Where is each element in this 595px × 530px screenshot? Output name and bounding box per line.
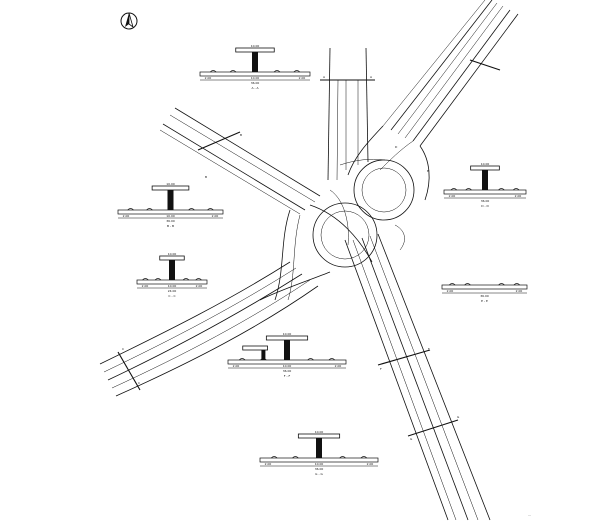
cut-mark: F: [380, 367, 382, 371]
cross-section-left-upper: 10.00 2.00 10.00 2.00 36.00B - B: [117, 182, 224, 228]
cross-section-right-middle: 2.00 2.00 36.00E - E: [441, 283, 528, 303]
section-top-label: 10.00: [168, 252, 177, 256]
section-mark: D - D: [481, 204, 489, 208]
section-mark: G - G: [315, 472, 323, 476]
roundabout: [312, 159, 415, 268]
cut-mark: B: [205, 175, 207, 179]
section-bottom-label: 36.00: [480, 294, 489, 298]
section-top-label: 10.00: [166, 182, 175, 186]
section-bottom-label: 36.00: [481, 199, 490, 203]
section-center-label: 10.00: [168, 284, 177, 288]
section-right-label: 2.00: [516, 289, 523, 293]
cross-section-top-center: 10.00 2.00 10.00 2.00 36.00A - A: [199, 44, 311, 90]
section-mark: E - E: [481, 299, 488, 303]
section-left-label: 2.00: [449, 194, 456, 198]
section-left-label: 2.00: [447, 289, 454, 293]
southwest-road: [99, 261, 319, 397]
section-center-label: 10.00: [315, 462, 324, 466]
section-top-label: 10.00: [315, 430, 324, 434]
section-top-label: 10.00: [251, 44, 260, 48]
cut-mark: E: [427, 169, 429, 173]
section-bottom-label: 36.00: [283, 369, 292, 373]
road-network: [99, 0, 519, 521]
section-right-label: 2.00: [212, 214, 219, 218]
cut-mark: B: [240, 133, 242, 137]
section-cut-mark-labels: A A B B C C D E F F G G: [122, 75, 460, 441]
section-left-label: 2.00: [233, 364, 240, 368]
section-bottom-label: 36.00: [166, 219, 175, 223]
northwest-road: [159, 107, 321, 215]
cross-section-bottom-center: 10.00 2.00 10.00 2.00 36.00F - F: [227, 332, 347, 378]
section-left-label: 2.00: [265, 462, 272, 466]
section-bottom-label: 36.00: [251, 81, 260, 85]
section-right-label: 2.00: [299, 76, 306, 80]
cut-mark: D: [395, 145, 398, 149]
north-road: [327, 47, 369, 181]
section-center-label: 10.00: [283, 364, 292, 368]
cut-mark: A: [370, 75, 373, 79]
section-mark: C - C: [168, 294, 175, 298]
north-arrow-icon: [120, 12, 138, 30]
section-right-label: 2.00: [196, 284, 203, 288]
section-bottom-label: 24.00: [168, 289, 177, 293]
cut-mark: A: [323, 75, 326, 79]
cross-section-bottom-lower: 10.00 2.00 10.00 2.00 36.00G - G: [259, 430, 379, 476]
section-center-label: 10.00: [251, 76, 260, 80]
cut-mark: C: [138, 381, 140, 385]
section-left-label: 2.00: [142, 284, 149, 288]
section-mark: F - F: [284, 374, 291, 378]
section-right-label: 2.00: [335, 364, 342, 368]
ramps: [259, 125, 430, 301]
section-mark: B - B: [167, 224, 174, 228]
section-top-label: 10.00: [481, 162, 490, 166]
cut-mark: F: [428, 347, 430, 351]
south-road: [344, 233, 491, 521]
section-top-label: 10.00: [283, 332, 292, 336]
section-left-label: 2.00: [205, 76, 212, 80]
cross-section-left-middle: 10.00 2.00 10.00 2.00 24.00C - C: [136, 252, 208, 298]
cut-mark: G: [457, 415, 460, 419]
northeast-highway: [382, 0, 519, 147]
section-mark: A - A: [251, 86, 259, 90]
section-bottom-label: 36.00: [315, 467, 324, 471]
corner-note: ...: [528, 513, 531, 517]
section-cut-lines: [117, 59, 501, 437]
cut-mark: G: [410, 437, 413, 441]
section-right-label: 2.00: [367, 462, 374, 466]
section-left-label: 2.00: [123, 214, 130, 218]
cross-section-right-upper: 10.00 2.00 2.00 36.00D - D: [443, 162, 527, 208]
section-center-label: 10.00: [166, 214, 175, 218]
section-right-label: 2.00: [515, 194, 522, 198]
cut-mark: C: [122, 347, 124, 351]
